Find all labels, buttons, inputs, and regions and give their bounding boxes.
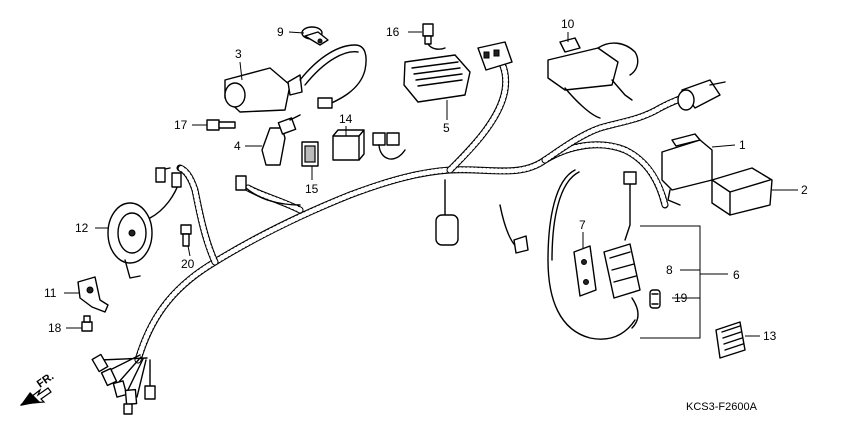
connector-cluster xyxy=(372,132,406,160)
connector-block-part-13 xyxy=(715,321,746,359)
bracket-part xyxy=(77,276,109,313)
callout-5: 5 xyxy=(443,121,450,135)
small-terminals xyxy=(235,175,301,206)
callout-17: 17 xyxy=(174,118,188,132)
fuse-part-19 xyxy=(649,289,661,309)
part-code-label: KCS3-F2600A xyxy=(686,401,758,413)
callout-20: 20 xyxy=(181,257,195,271)
callout-15: 15 xyxy=(305,182,319,196)
callout-4: 4 xyxy=(234,139,241,153)
callout-6: 6 xyxy=(733,268,740,282)
bolt-part-20 xyxy=(180,224,192,247)
leader-lines xyxy=(64,31,798,337)
callout-13: 13 xyxy=(763,329,777,343)
fuse-box-part-8 xyxy=(603,243,641,329)
bolt-part-17 xyxy=(206,119,236,131)
callout-1: 1 xyxy=(739,138,746,152)
relay-part-14 xyxy=(332,129,365,161)
cdi-unit-part xyxy=(547,37,639,119)
callout-8: 8 xyxy=(666,263,673,277)
callout-19: 19 xyxy=(674,291,688,305)
sensor-part-16 xyxy=(422,23,446,50)
horn-part xyxy=(107,167,182,279)
bolt-part-18 xyxy=(81,315,93,332)
group-bracket-6 xyxy=(640,225,728,339)
callout-3: 3 xyxy=(235,47,242,61)
right-lead-loop xyxy=(499,169,637,340)
condenser-part xyxy=(435,179,459,246)
callout-16: 16 xyxy=(386,25,400,39)
front-direction-arrow: FR. xyxy=(20,370,56,406)
callout-18: 18 xyxy=(48,321,62,335)
callout-9: 9 xyxy=(277,25,284,39)
callout-7: 7 xyxy=(579,218,586,232)
turn-signal-relay-part xyxy=(661,133,713,206)
regulator-rectifier-part xyxy=(403,41,513,103)
flasher-box-part xyxy=(711,167,773,216)
fuse-holder-part-15 xyxy=(301,141,319,167)
harness-connector-tails xyxy=(91,353,156,415)
fuse-box-cover-part-7 xyxy=(573,245,597,297)
ignition-coil-part xyxy=(224,44,367,113)
callout-10: 10 xyxy=(561,17,575,31)
clamp-part-9 xyxy=(301,26,329,46)
callout-2: 2 xyxy=(801,183,808,197)
callout-labels: 1 2 3 4 5 6 7 8 9 10 11 12 13 14 15 16 1… xyxy=(44,17,808,343)
callout-14: 14 xyxy=(339,112,353,126)
callout-11: 11 xyxy=(44,286,57,300)
callout-12: 12 xyxy=(75,221,89,235)
front-direction-label: FR. xyxy=(35,370,56,390)
connector-right-top xyxy=(677,79,726,111)
spark-plug-cap-part xyxy=(261,114,301,166)
